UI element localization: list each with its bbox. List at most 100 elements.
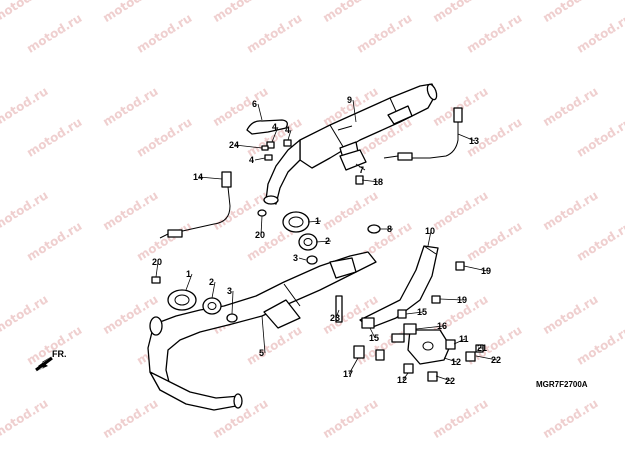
watermark: motod.ru (540, 396, 600, 441)
watermark: motod.ru (134, 115, 194, 160)
drawing-code: MGR7F2700A (536, 380, 588, 389)
leader-line (234, 144, 263, 149)
callout-c1a: 1 (315, 216, 320, 226)
watermark: motod.ru (0, 188, 51, 233)
muffler-bracket (359, 245, 451, 365)
callout-c4a: 4 (272, 122, 277, 132)
watermark: motod.ru (574, 219, 625, 264)
leader-line (315, 240, 332, 243)
callout-c10: 10 (425, 226, 435, 236)
leader-line (257, 103, 263, 121)
callout-c22a: 22 (491, 355, 501, 365)
callout-c8: 8 (387, 224, 392, 234)
leader-line (155, 261, 159, 278)
leader-line (254, 157, 266, 161)
leader-line (261, 315, 266, 354)
leader-line (457, 133, 476, 142)
watermark: motod.ru (244, 11, 304, 56)
leader-line (427, 230, 432, 247)
watermark: motod.ru (430, 0, 490, 25)
leader-line (405, 311, 424, 315)
callout-c3b: 3 (227, 286, 232, 296)
callout-c9: 9 (347, 95, 352, 105)
leader-line (439, 298, 464, 301)
callout-c22b: 22 (445, 376, 455, 386)
leader-line (402, 372, 409, 381)
collar (367, 224, 381, 234)
leader-line (185, 273, 193, 291)
watermark: motod.ru (24, 115, 84, 160)
watermark: motod.ru (540, 292, 600, 337)
watermark: motod.ru (210, 0, 270, 25)
callout-c3a: 3 (293, 253, 298, 263)
oxygen-sensor-lower (159, 171, 232, 239)
oxygen-sensor-upper (383, 107, 463, 161)
leader-line (335, 309, 340, 319)
leader-line (415, 325, 444, 330)
callout-c21: 21 (477, 343, 487, 353)
callout-c13: 13 (469, 136, 479, 146)
watermark: motod.ru (320, 396, 380, 441)
callout-c18: 18 (373, 177, 383, 187)
callout-c19b: 19 (457, 295, 467, 305)
callout-c12b: 12 (397, 375, 407, 385)
leader-line (475, 355, 498, 361)
callout-c6: 6 (252, 99, 257, 109)
watermark: motod.ru (574, 115, 625, 160)
callout-c14: 14 (193, 172, 203, 182)
callout-c1b: 1 (186, 269, 191, 279)
watermark: motod.ru (430, 188, 490, 233)
leader-lines (155, 99, 498, 382)
leader-line (260, 215, 263, 236)
leader-line (348, 357, 359, 375)
watermark: motod.ru (540, 188, 600, 233)
leader-line (287, 129, 292, 141)
leader-line (352, 99, 357, 123)
watermark: motod.ru (430, 396, 490, 441)
callout-c16: 16 (437, 321, 447, 331)
leader-line (361, 179, 380, 183)
leader-line (453, 338, 466, 345)
callout-c15b: 15 (369, 333, 379, 343)
leader-line (211, 281, 216, 299)
callout-c5: 5 (259, 348, 264, 358)
watermark: motod.ru (0, 84, 51, 129)
watermark: motod.ru (134, 11, 194, 56)
watermark: motod.ru (0, 0, 51, 25)
upper-exhaust-pipe (263, 139, 301, 205)
callout-c7: 7 (359, 165, 364, 175)
leader-line (355, 163, 366, 171)
watermark: motod.ru (24, 219, 84, 264)
watermark: motod.ru (24, 11, 84, 56)
callout-c12a: 12 (451, 357, 461, 367)
callout-c4b: 4 (285, 125, 290, 135)
watermark: motod.ru (244, 323, 304, 368)
watermark: motod.ru (100, 0, 160, 25)
watermark: motod.ru (574, 11, 625, 56)
watermark: motod.ru (134, 219, 194, 264)
watermark: motod.ru (100, 396, 160, 441)
watermark: motod.ru (574, 323, 625, 368)
callout-c19a: 19 (481, 266, 491, 276)
leader-line (307, 220, 322, 223)
callout-c24: 24 (229, 140, 239, 150)
callout-c2a: 2 (325, 236, 330, 246)
leader-line (443, 357, 458, 363)
upper-bolts (261, 139, 292, 161)
upper-gaskets (257, 209, 318, 265)
leader-line (435, 375, 452, 382)
watermark: motod.ru (100, 188, 160, 233)
callout-c4c: 4 (249, 155, 254, 165)
watermark: motod.ru (320, 0, 380, 25)
leader-line (463, 265, 488, 272)
watermark: motod.ru (24, 323, 84, 368)
watermark: motod.ru (100, 84, 160, 129)
callout-c11: 11 (459, 334, 469, 344)
front-direction-arrow-icon (34, 356, 53, 372)
heat-shield-upper (246, 119, 288, 135)
watermark: motod.ru (354, 11, 414, 56)
leader-line (231, 290, 234, 315)
leader-line (198, 176, 223, 180)
